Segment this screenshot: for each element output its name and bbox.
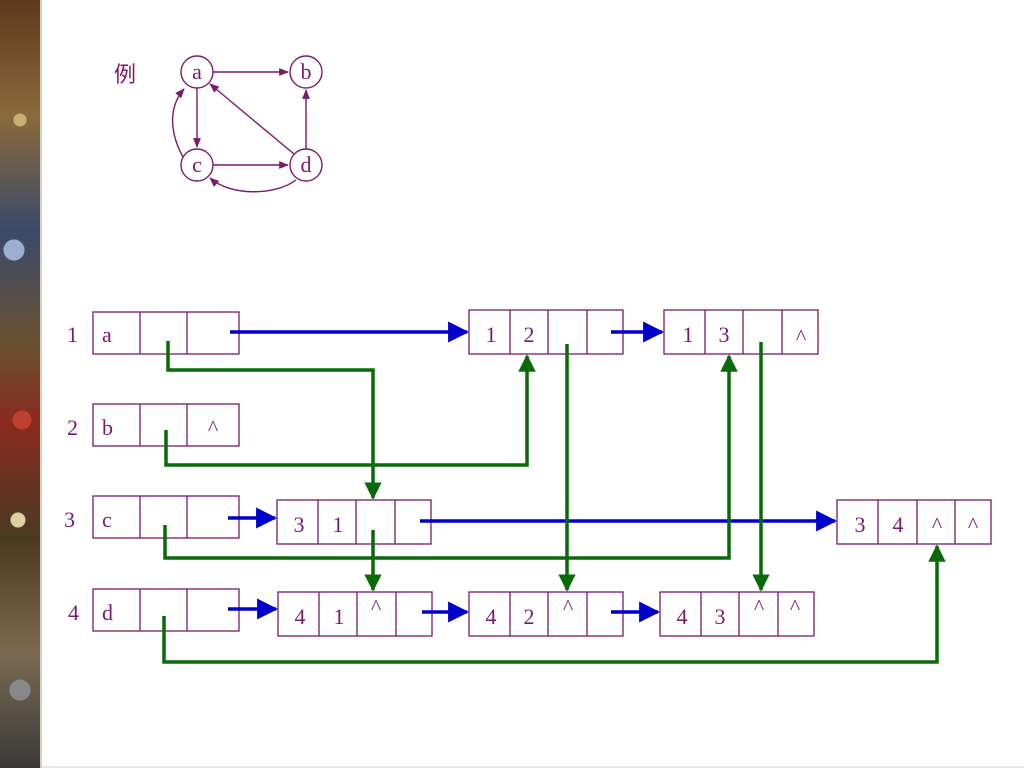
row-index-3: 3 [64, 507, 75, 532]
graph-node-a-label: a [192, 59, 202, 84]
tail-links [228, 321, 838, 623]
head-links [162, 341, 946, 664]
graph-node-b [289, 55, 323, 89]
arc-1-2-tail: 1 [486, 322, 497, 347]
arc-1-2-head: 2 [524, 322, 535, 347]
vertex-row-1 [92, 311, 240, 355]
vertex-a-label: a [102, 322, 112, 347]
arc-1-3-null: ^ [796, 324, 807, 349]
arc-1-3-head: 3 [719, 322, 730, 347]
arc-4-3-null-a: ^ [754, 594, 765, 619]
link-c-in-to-1-3 [163, 354, 738, 560]
arc-4-2-null: ^ [563, 594, 574, 619]
arc-4-3-tail: 4 [677, 604, 688, 629]
arc-3-4-head: 4 [893, 512, 904, 537]
link-b-in-to-1-2 [164, 354, 536, 467]
row-index-2: 2 [67, 415, 78, 440]
arc-4-3-head: 3 [715, 604, 726, 629]
arc-4-1-tail: 4 [295, 604, 306, 629]
row-index-4: 4 [68, 600, 79, 625]
graph-edge-d-c [209, 177, 297, 193]
arc-1-3-tail: 1 [683, 322, 694, 347]
decorative-side-strip [0, 0, 42, 768]
link-d-in-to-3-4 [162, 544, 946, 664]
link-a-in-to-3-1 [166, 341, 382, 500]
graph-node-d-label: d [301, 152, 312, 177]
vertex-d-label: d [102, 600, 113, 625]
arc-4-1-head: 1 [334, 604, 345, 629]
vertex-b-label: b [102, 415, 113, 440]
example-label: 例 [114, 62, 136, 87]
graph-edge-c-a [171, 88, 185, 158]
vertex-c-label: c [102, 507, 112, 532]
arc-3-4-tail: 3 [855, 512, 866, 537]
graph-node-c-label: c [192, 152, 202, 177]
bottom-divider [42, 766, 1024, 768]
vertex-row-4 [92, 588, 240, 632]
graph-node-b-label: b [301, 59, 312, 84]
row-index-1: 1 [67, 322, 78, 347]
arc-3-1-tail: 3 [294, 512, 305, 537]
arc-nodes [276, 309, 992, 637]
arc-4-3-null-b: ^ [790, 594, 801, 619]
vertex-list [92, 311, 240, 632]
arc-3-1-head: 1 [333, 512, 344, 537]
arc-4-1-null: ^ [371, 594, 382, 619]
arc-4-2-tail: 4 [486, 604, 497, 629]
example-graph [171, 55, 323, 193]
vertex-b-null: ^ [208, 415, 219, 440]
graph-edge-d-a [209, 83, 295, 155]
arc-4-2-head: 2 [524, 604, 535, 629]
arc-3-4-null-a: ^ [932, 512, 943, 537]
arc-3-4-null-b: ^ [968, 512, 979, 537]
